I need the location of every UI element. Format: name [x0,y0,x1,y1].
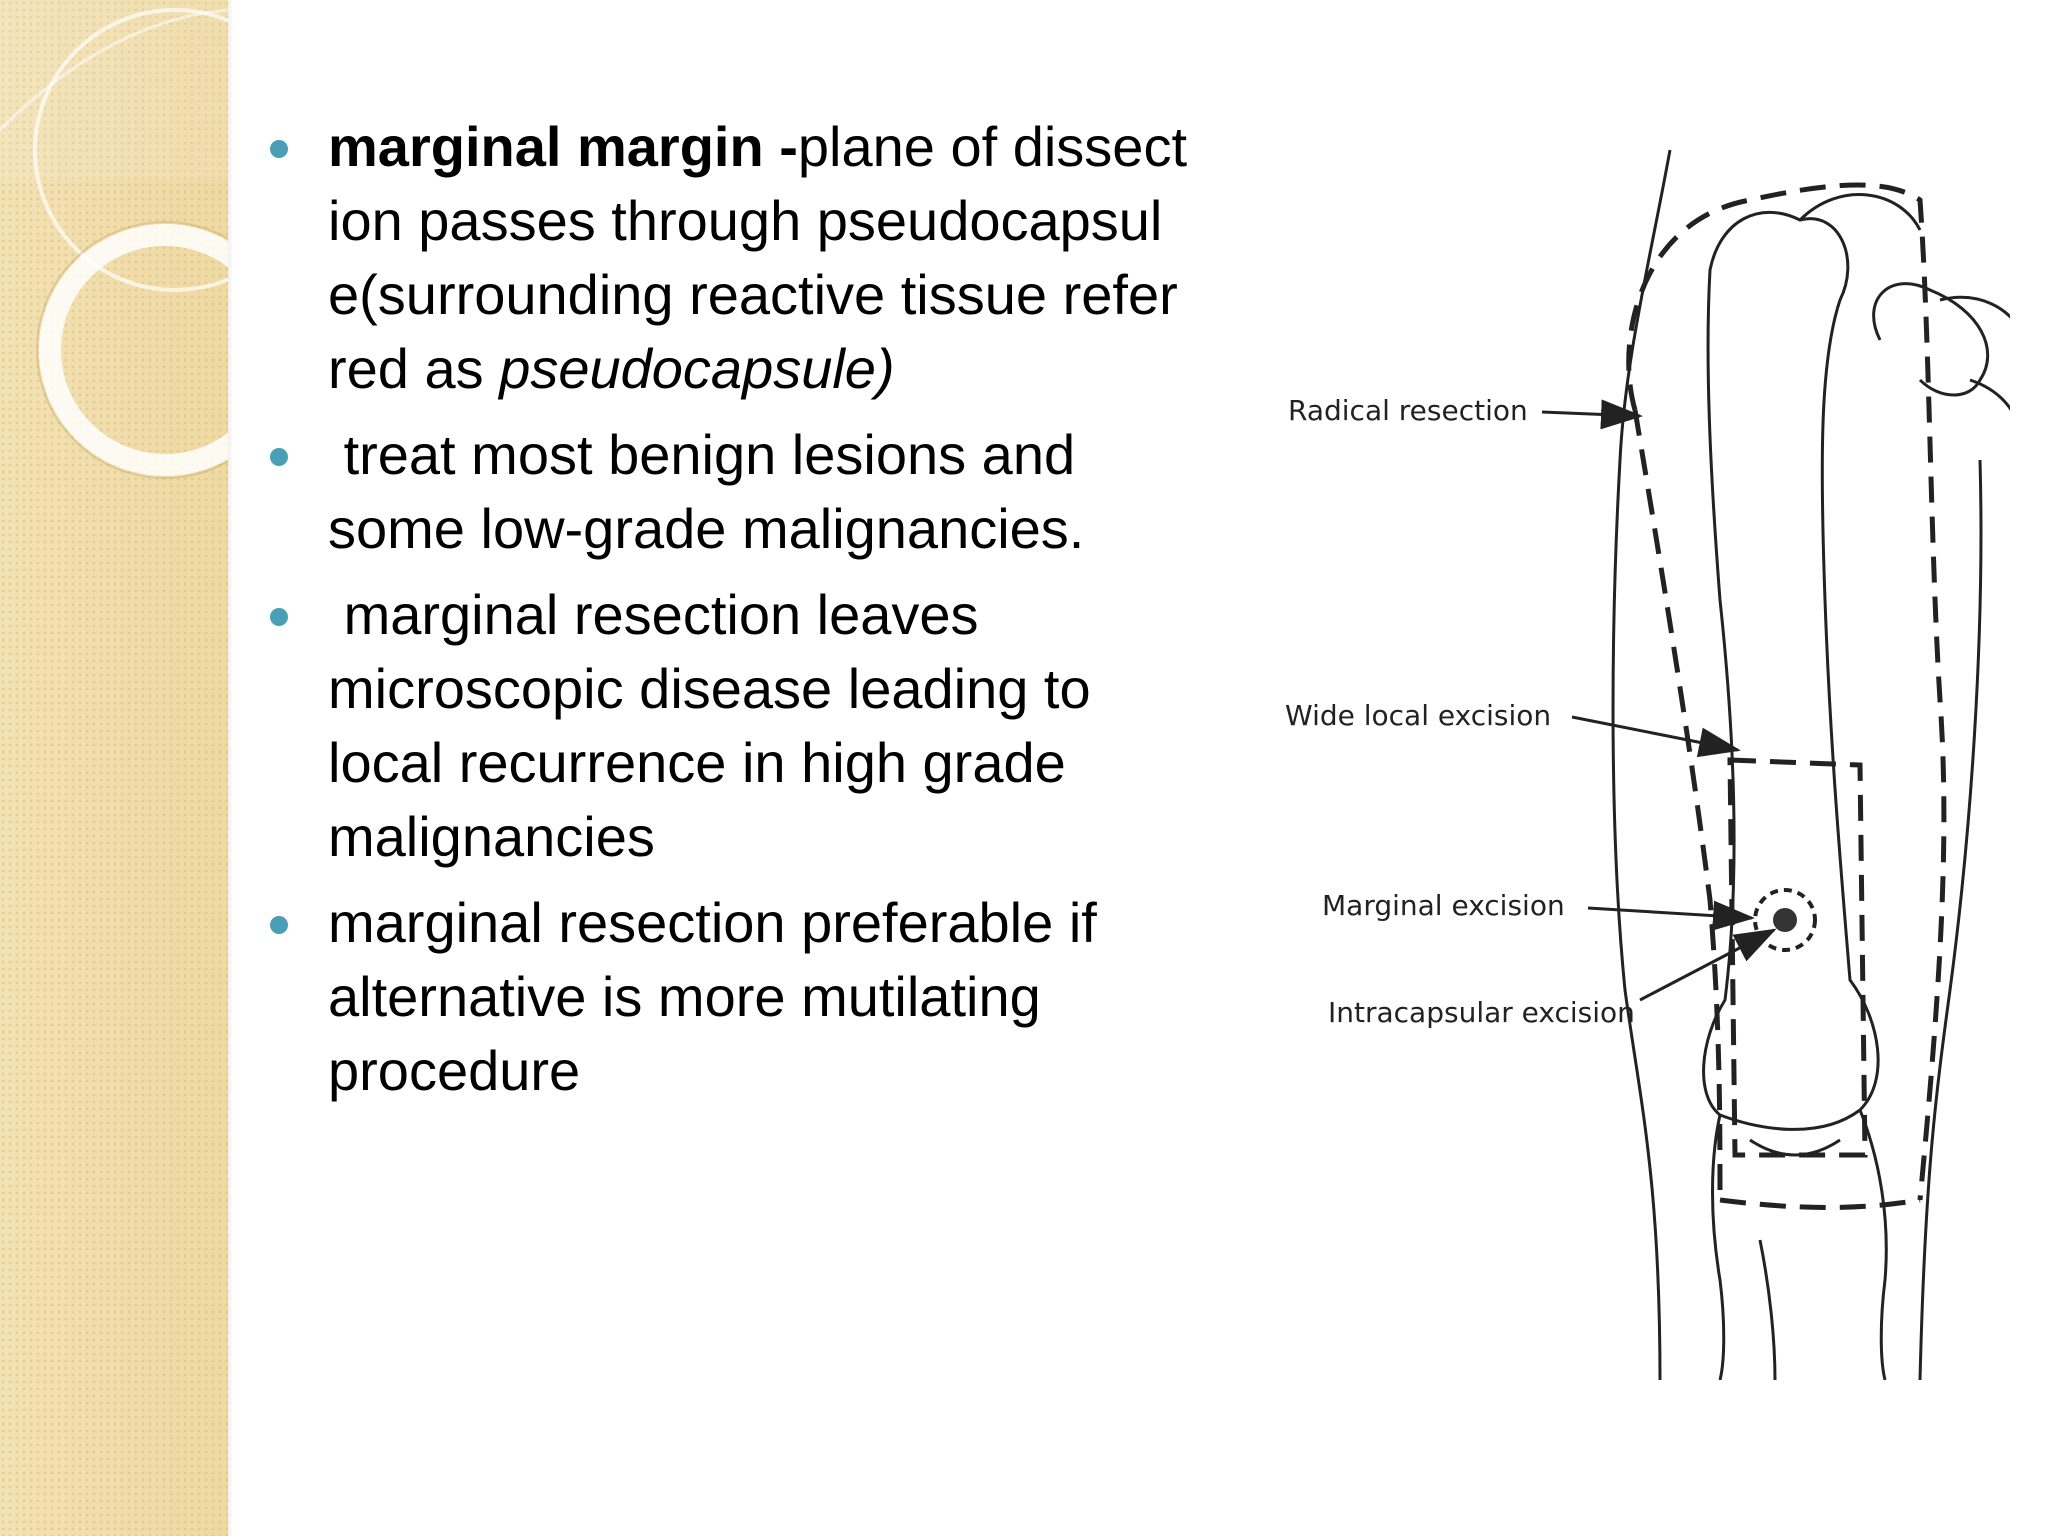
bullet-text: marginal resection leaves microscopic di… [328,583,1107,868]
bullet-item: treat most benign lesions and some low-g… [262,418,1188,566]
bullet-list: marginal margin -plane of dissection pas… [262,110,1187,1108]
resection-diagram: Radical resection Wide local excision Ma… [1280,140,2022,1381]
bullet-bold-term: marginal margin - [328,115,798,178]
femur-resection-illustration: Radical resection Wide local excision Ma… [1285,149,2022,1381]
bullet-dot-icon [270,448,288,466]
leg-outline [1611,149,2022,1381]
bullet-dot-icon [270,140,288,158]
sidebar-shadow [228,0,234,1536]
bullet-item: marginal margin -plane of dissection pas… [262,110,1188,406]
bullet-item: marginal resection preferable if alterna… [262,886,1188,1108]
bullet-text: treat most benign lesions and some low-g… [328,423,1091,560]
wide-excision-outline [1727,757,1868,1158]
bullet-italic-term: pseudocapsule) [499,337,895,400]
bullet-item: marginal resection leaves microscopic di… [262,578,1188,874]
label-wide-local-excision: Wide local excision [1285,699,1551,732]
decorative-rings [0,0,228,479]
label-marginal-excision: Marginal excision [1322,889,1565,922]
label-intracapsular-excision: Intracapsular excision [1328,996,1635,1029]
marginal-excision-circle [1753,888,1817,952]
bullet-text: marginal resection preferable if alterna… [328,891,1097,1102]
bullet-dot-icon [270,916,288,934]
diagram-labels: Radical resection Wide local excision Ma… [1285,394,1777,1029]
lesion-dot [1773,908,1797,932]
slide-content: marginal margin -plane of dissection pas… [262,110,1187,1120]
decorative-sidebar [0,0,228,1536]
radical-resection-outline [1626,182,1947,1210]
label-radical-resection: Radical resection [1288,394,1528,427]
bullet-dot-icon [270,608,288,626]
bullet-text: plane of dissection passes through pseud… [328,115,1188,400]
